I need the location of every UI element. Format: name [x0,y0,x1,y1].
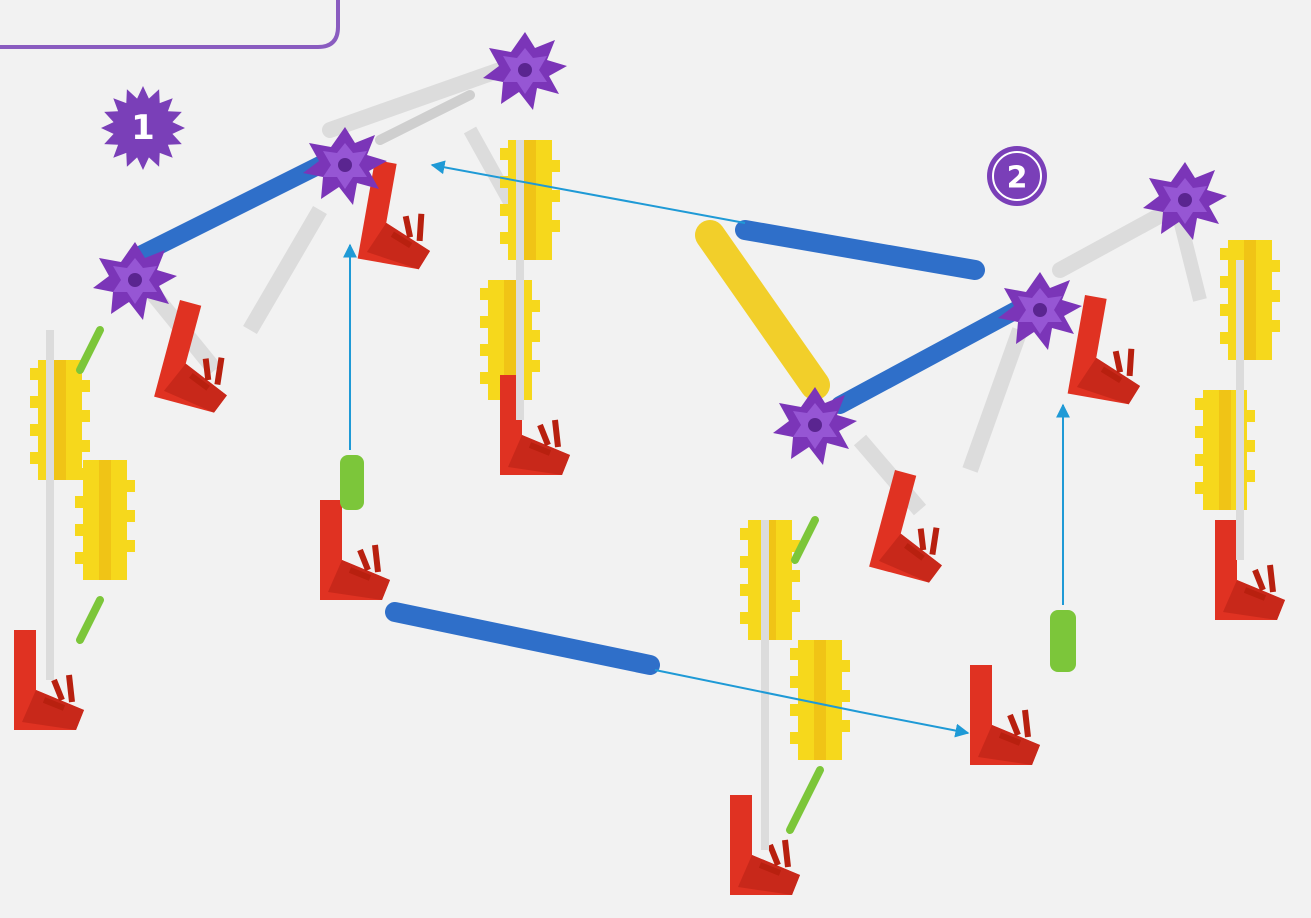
green-rod [790,770,820,830]
yellow-connector [1220,240,1280,360]
loose-red-connector [320,500,390,600]
step-1-badge: 1 [101,86,185,170]
red-connector [869,470,962,585]
red-connector [500,375,570,475]
yellow-rod [710,235,815,385]
yellow-connector [30,360,90,480]
step-panel-frame [0,0,338,47]
step-2-label: 2 [1007,161,1028,196]
green-rod-part [1050,610,1076,672]
blue-rod [745,230,975,270]
white-rod [970,330,1020,470]
loose-blue-rod [395,612,650,665]
yellow-connector [75,460,135,580]
step-1-label: 1 [131,108,155,148]
purple-connector [1143,162,1227,240]
red-connector [1215,520,1285,620]
green-rod [80,330,100,370]
step-2-badge: 2 [987,146,1047,206]
yellow-connector [1195,390,1255,510]
yellow-connector [740,520,800,640]
guide-arrow [432,165,745,223]
loose-red-connector [970,665,1040,765]
green-rod-part [340,455,364,510]
model-step-1 [14,32,650,730]
red-connector [1068,295,1154,406]
white-rod [1060,210,1170,270]
yellow-connector [500,140,560,260]
purple-connector [483,32,567,110]
green-rod [80,600,100,640]
white-rod [250,210,320,330]
model-step-2 [710,162,1285,895]
